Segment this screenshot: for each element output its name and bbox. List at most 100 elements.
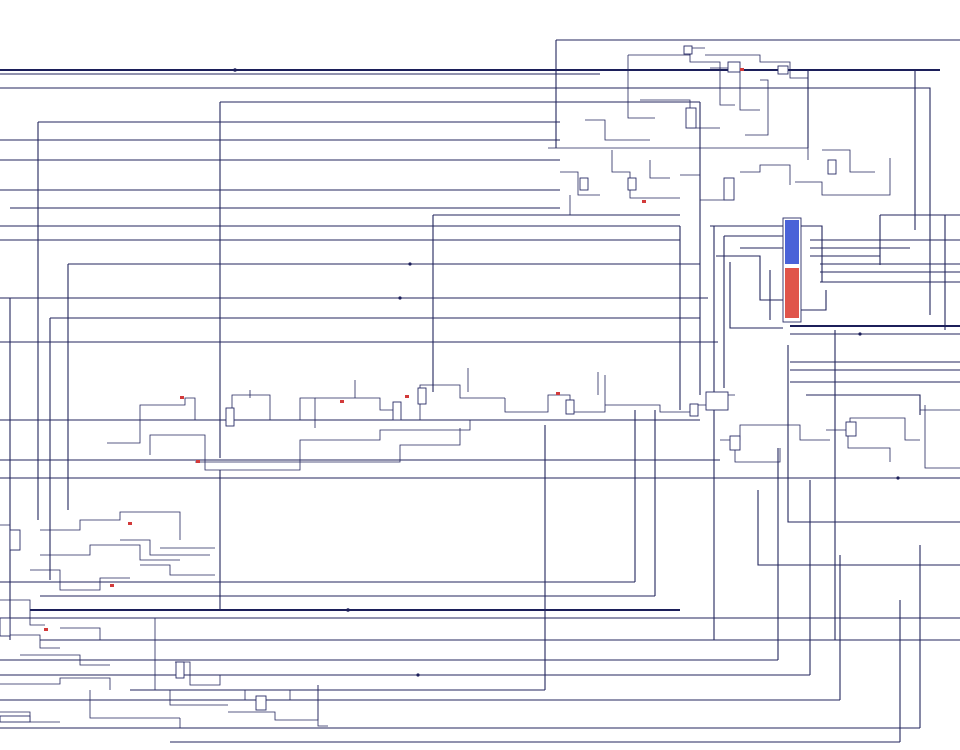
- bottom-wire-4: [175, 661, 260, 686]
- bottom-column-2: [255, 695, 267, 711]
- top-module: [585, 45, 808, 141]
- ll-wire-10: [60, 627, 120, 641]
- connector-out-1: [801, 225, 823, 282]
- top-module-block-1: [727, 61, 741, 73]
- right-cluster-wire-6: [924, 405, 960, 469]
- upper-cluster-block-2: [627, 177, 637, 191]
- upper-cluster-block-1: [579, 177, 589, 191]
- top-module-wire-8: [689, 48, 721, 78]
- train-block-1: [705, 391, 729, 411]
- stream-marker: [196, 460, 200, 463]
- ll-column-1: [9, 529, 21, 551]
- right-streams: [790, 239, 960, 383]
- junction-dot: [233, 68, 237, 72]
- connector-red-zone: [785, 268, 799, 318]
- top-module-wire-7: [745, 79, 769, 136]
- stream-marker: [740, 68, 744, 71]
- train-column-4: [565, 399, 575, 415]
- junction-dot: [398, 296, 402, 300]
- ll-wire-9: [0, 634, 60, 649]
- top-module-frame: [627, 55, 655, 119]
- junction-dots: [233, 68, 900, 677]
- connector-feed-3: [716, 255, 783, 301]
- red-markers: [44, 68, 744, 631]
- junction-dot: [858, 332, 862, 336]
- upper-cluster-wire-7: [649, 160, 670, 179]
- top-module-wire-5: [585, 119, 650, 141]
- train-segment-7: [195, 428, 461, 463]
- ll-wire-3: [40, 544, 180, 561]
- upper-cluster-wire-1: [548, 147, 809, 160]
- bottom-block-1: [0, 715, 31, 723]
- top-module-wire-4: [640, 99, 720, 129]
- interconnect-lines: [0, 69, 960, 743]
- long-line-2: [0, 87, 931, 315]
- junction-dot: [896, 476, 900, 480]
- train-block-2: [689, 403, 699, 417]
- ll-wire-11: [20, 654, 110, 666]
- right-cluster-wire-3: [826, 417, 920, 441]
- stream-connector: [710, 217, 827, 388]
- ll-wire-6: [140, 564, 215, 576]
- connector-out-2: [801, 290, 827, 311]
- junction-dot: [408, 262, 412, 266]
- connector-feed-4: [729, 262, 783, 329]
- top-module-wire-1: [628, 47, 705, 56]
- upper-cluster-wire-2: [560, 171, 600, 196]
- upper-cluster-wire-9: [822, 149, 875, 173]
- train-segment-4: [504, 375, 606, 413]
- bottom-wire-5: [228, 689, 318, 701]
- upper-cluster-wire-3: [611, 150, 680, 199]
- bottom-cluster: [0, 618, 328, 729]
- stream-marker: [405, 395, 409, 398]
- process-train: [107, 368, 735, 471]
- right-cluster-block-2: [845, 421, 857, 437]
- stream-marker: [340, 400, 344, 403]
- bottom-wire-2: [89, 690, 180, 719]
- bottom-column-1: [175, 661, 185, 679]
- top-module-wire-6: [719, 78, 735, 106]
- upper-cluster-block-3: [827, 159, 837, 175]
- right-cluster-wire-4: [847, 430, 891, 462]
- riser-24: [806, 394, 921, 415]
- connector-blue-zone: [785, 220, 799, 264]
- bottom-wire-1: [0, 677, 111, 690]
- stream-marker: [128, 522, 132, 525]
- train-segment-3: [315, 384, 505, 421]
- bottom-wire-3: [154, 618, 228, 706]
- upper-cluster: [548, 147, 891, 216]
- riser-26: [757, 490, 960, 566]
- right-cluster-block-1: [729, 435, 741, 451]
- ll-wire-2: [40, 511, 181, 540]
- top-module-block-3: [777, 65, 789, 75]
- bottom-wire-8: [179, 718, 210, 729]
- upper-cluster-wire-5: [740, 164, 791, 185]
- top-module-wire-3: [710, 67, 760, 111]
- stream-marker: [556, 392, 560, 395]
- upper-cluster-wire-4: [680, 174, 725, 201]
- lower-left-cluster: [0, 511, 215, 666]
- junction-dot: [346, 608, 350, 612]
- upper-cluster-wire-8: [795, 158, 891, 196]
- bottom-wire-7: [317, 685, 328, 727]
- top-module-wire-2: [705, 54, 808, 79]
- stream-marker: [642, 200, 646, 203]
- train-segment-2: [222, 394, 316, 428]
- train-segment-1: [107, 397, 222, 444]
- train-column-1: [225, 407, 235, 427]
- right-lower-cluster: [720, 405, 960, 469]
- ll-wire-5: [120, 539, 210, 556]
- train-segment-6: [149, 419, 495, 471]
- train-column-3: [417, 387, 427, 405]
- stream-marker: [44, 628, 48, 631]
- riser-23: [787, 345, 960, 523]
- stream-marker: [180, 396, 184, 399]
- upper-cluster-column: [723, 177, 735, 201]
- ll-wire-8: [0, 599, 45, 626]
- vertical-risers: [9, 39, 960, 742]
- stream-marker: [110, 584, 114, 587]
- upper-cluster-wire-6: [569, 195, 620, 216]
- ll-column-2: [0, 617, 11, 637]
- right-cluster-wire-2: [734, 440, 781, 463]
